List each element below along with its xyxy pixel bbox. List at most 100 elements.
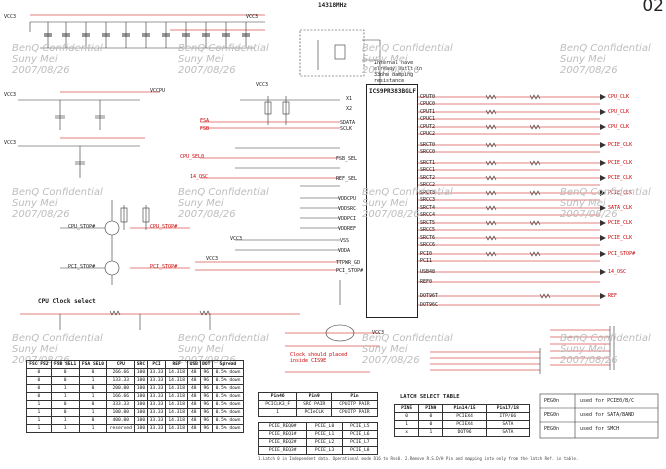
net-label: 14_OSC (608, 269, 627, 275)
table-cell: 0 (78, 368, 108, 377)
footnote: 1.Latch 0 in Independent data. Operation… (258, 456, 579, 461)
pin-label: FSB_SEL (336, 156, 358, 162)
pin-label: REF0 (420, 279, 433, 285)
table-cell: CPUITP PAIR (330, 408, 379, 417)
pin-label: SRCT6 (420, 235, 436, 241)
net-label: VCC3 (246, 14, 259, 20)
table-header-cell: PIN9 (418, 404, 444, 413)
table-cell: 0 (50, 400, 80, 409)
table-cell: 1 (78, 408, 108, 417)
table-cell: 14.318 (165, 408, 189, 417)
net-label: 14_OSC (190, 174, 209, 180)
table-cell: PCIE_L2 (306, 438, 343, 447)
table-cell: 1 (78, 376, 108, 385)
table-cell: 33.33 (146, 376, 167, 385)
table-header-cell: Pin46 (257, 392, 298, 401)
table-cell: 14.318 (165, 392, 189, 401)
table-cell: ITP/66 (485, 412, 531, 421)
table-cell: 100 (134, 424, 148, 433)
table-cell: 1 (26, 416, 52, 425)
table-cell: PCIE_L1 (306, 430, 343, 439)
table-cell: PCIE_L3 (306, 446, 343, 455)
legend-key: PEG0n (544, 398, 560, 404)
table-cell: 0 (26, 392, 52, 401)
table-cell: 0 (26, 376, 52, 385)
table-cell: PCIE_REQ2# (257, 438, 308, 447)
table-cell: 100 (134, 384, 148, 393)
table-cell: 96 (199, 416, 214, 425)
table-cell: PCIE_L6 (341, 430, 379, 439)
net-label: VCCPU (150, 88, 166, 94)
net-label: CPU_CLK (608, 109, 630, 115)
page-number: 02 (642, 0, 664, 16)
net-label: PCIE_CLK (608, 160, 633, 166)
table-cell: 400.00 (106, 416, 136, 425)
pin-label: VDDPCI (338, 216, 357, 222)
net-label: CPU_SEL0 (180, 154, 205, 160)
table-cell: DOT96 (442, 428, 487, 437)
latch-select-title: LATCH SELECT TABLE (400, 394, 460, 400)
table-cell: 0 (418, 412, 444, 421)
pin-label: SRCT1 (420, 160, 436, 166)
table-cell: reserved (106, 424, 136, 433)
pin-label: SRCC3 (420, 197, 436, 203)
table-cell: 0.5% down (212, 392, 244, 401)
table-cell: CPUITP PAIR (330, 400, 379, 409)
table-header-cell: Pin9 (296, 392, 332, 401)
table-header-cell: CPU (106, 360, 136, 369)
table-cell: 33.33 (146, 408, 167, 417)
net-label: PCIE_CLK (608, 142, 633, 148)
pin-label: VDDSRC (338, 206, 357, 212)
table-cell: PCIE_REQ1# (257, 430, 308, 439)
table-cell: 14.318 (165, 384, 189, 393)
legend-value: used for SATA/BAND (580, 412, 635, 418)
table-cell: 333.33 (106, 400, 136, 409)
table-cell: 14.318 (165, 424, 189, 433)
net-label: VCC3 (372, 330, 385, 336)
legend-key: PEG0n (544, 412, 560, 418)
legend-value: used for PCIE0/B/C (580, 398, 635, 404)
table-cell: 0.5% down (212, 416, 244, 425)
table-header-cell: FSC FS2 (26, 360, 52, 369)
table-cell: 0 (78, 384, 108, 393)
net-label: VCC3 (4, 140, 17, 146)
table-cell: 266.66 (106, 368, 136, 377)
net-label: CPU_CLK (608, 124, 630, 130)
pin-label: VDDA (338, 248, 351, 254)
pin-label: CPUC2 (420, 131, 436, 137)
table-cell: 0 (50, 376, 80, 385)
net-label: PCIE_CLK (608, 175, 633, 181)
table-header-cell: PCI (146, 360, 167, 369)
table-cell: 14.318 (165, 376, 189, 385)
table-cell: 166.66 (106, 392, 136, 401)
net-label: PCI_STOP# (150, 264, 178, 270)
table-header-cell: PIN5 (393, 404, 420, 413)
table-cell: 1 (50, 392, 80, 401)
pin-label: SRCT2 (420, 175, 436, 181)
pin-label: PCI0 (420, 251, 433, 257)
table-cell: 0 (26, 384, 52, 393)
pin-label: VDDREF (338, 226, 357, 232)
pin-label: CPUC0 (420, 101, 436, 107)
table-cell: 33.33 (146, 416, 167, 425)
table-cell: 0.5% down (212, 384, 244, 393)
table-cell: 1 (78, 424, 108, 433)
table-cell: 33.33 (146, 400, 167, 409)
table-cell: 33.33 (146, 368, 167, 377)
table-cell: PCICLK3_F (257, 400, 298, 409)
table-cell: 100 (134, 376, 148, 385)
clock-generator-chip: ICS9PR383BGLF (366, 84, 418, 318)
table-cell: 0.5% down (212, 424, 244, 433)
